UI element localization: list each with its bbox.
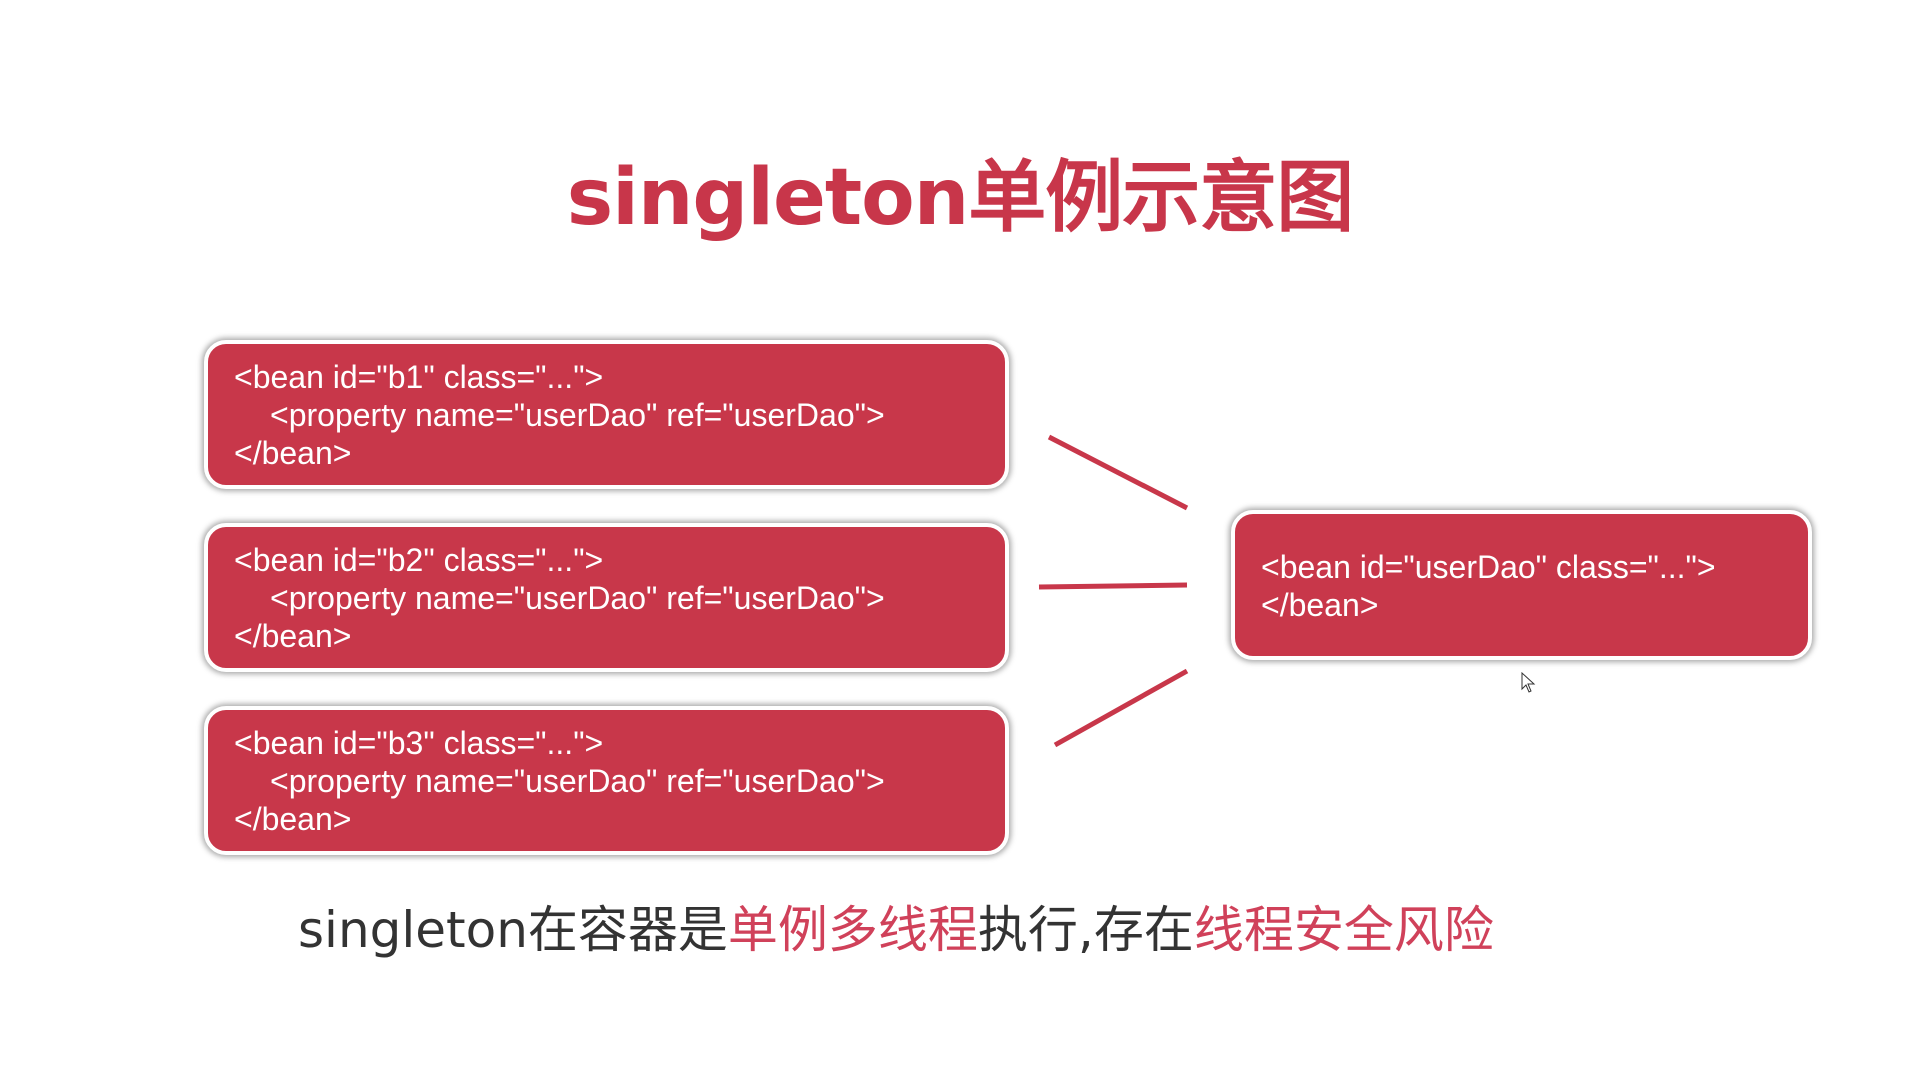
code-line: </bean> [234, 801, 352, 837]
connector-b3 [1053, 668, 1189, 748]
code-line: </bean> [1261, 587, 1379, 623]
code-line: <bean id="userDao" class="..."> [1261, 549, 1716, 585]
caption-text: singleton在容器是 [298, 901, 728, 959]
code-line: <property name="userDao" ref="userDao"> [270, 397, 885, 433]
caption-text: 执行,存在 [977, 901, 1194, 959]
code-line: </bean> [234, 435, 352, 471]
code-line: <bean id="b2" class="..."> [234, 542, 604, 578]
bean-box-b3: <bean id="b3" class="..."><property name… [204, 706, 1009, 855]
mouse-cursor-icon [1521, 672, 1536, 693]
code-line: <property name="userDao" ref="userDao"> [270, 763, 885, 799]
code-line: <bean id="b3" class="..."> [234, 725, 604, 761]
caption: singleton在容器是单例多线程执行,存在线程安全风险 [298, 890, 1494, 962]
code-line: <bean id="b1" class="..."> [234, 359, 604, 395]
code-line: <property name="userDao" ref="userDao"> [270, 580, 885, 616]
code-line: </bean> [234, 618, 352, 654]
bean-box-userdao: <bean id="userDao" class="..."></bean> [1231, 510, 1812, 660]
slide-title: singleton单例示意图 [566, 153, 1355, 243]
connector-b1 [1047, 434, 1189, 511]
connector-b2 [1038, 582, 1188, 590]
bean-box-b1: <bean id="b1" class="..."><property name… [204, 340, 1009, 489]
bean-box-b2: <bean id="b2" class="..."><property name… [204, 523, 1009, 672]
caption-highlight: 单例多线程 [727, 901, 978, 959]
caption-highlight: 线程安全风险 [1193, 901, 1494, 959]
